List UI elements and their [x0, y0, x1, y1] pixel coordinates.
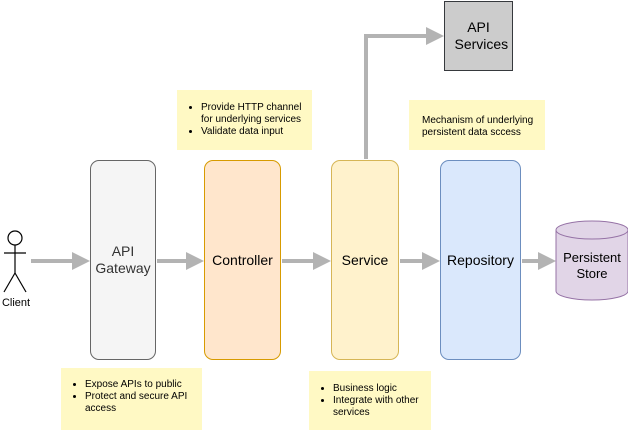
arrowhead-gateway — [72, 252, 90, 270]
controller-box: Controller — [204, 160, 281, 360]
connectors — [31, 34, 541, 263]
arrowhead-api-services — [426, 27, 444, 45]
gateway-note-item: Protect and secure API access — [85, 391, 196, 415]
repository-box: Repository — [440, 160, 521, 360]
client-actor-icon — [3, 230, 27, 293]
controller-label: Controller — [212, 251, 273, 268]
service-note-item: Integrate with other services — [333, 395, 425, 419]
persistent-store-label: Persistent Store — [563, 250, 621, 281]
api-gateway-label: API Gateway — [95, 243, 151, 276]
arrow-service-to-api-services — [364, 34, 429, 159]
api-services-box: API Services — [444, 1, 513, 71]
arrowhead-repository — [422, 252, 440, 270]
service-note-item: Business logic — [333, 383, 425, 395]
gateway-note-item: Expose APIs to public — [85, 379, 196, 391]
controller-note: Provide HTTP channel for underlying serv… — [177, 90, 312, 150]
service-note: Business logic Integrate with other serv… — [309, 371, 431, 430]
api-gateway-box: API Gateway — [90, 160, 156, 360]
arrowhead-store — [538, 252, 556, 270]
arrowhead-controller — [186, 252, 204, 270]
repository-note: Mechanism of underlying persistent data … — [409, 100, 545, 150]
client-label: Client — [1, 297, 31, 309]
controller-note-item: Validate data input — [201, 126, 306, 138]
service-box: Service — [331, 160, 399, 360]
service-label: Service — [341, 251, 389, 268]
gateway-note: Expose APIs to public Protect and secure… — [61, 368, 202, 430]
controller-note-item: Provide HTTP channel for underlying serv… — [201, 102, 306, 126]
arrowheads — [72, 27, 556, 270]
persistent-store-cylinder — [555, 220, 628, 301]
arrowhead-service — [313, 252, 331, 270]
repository-label: Repository — [447, 251, 514, 268]
api-services-label: API Services — [454, 19, 509, 52]
